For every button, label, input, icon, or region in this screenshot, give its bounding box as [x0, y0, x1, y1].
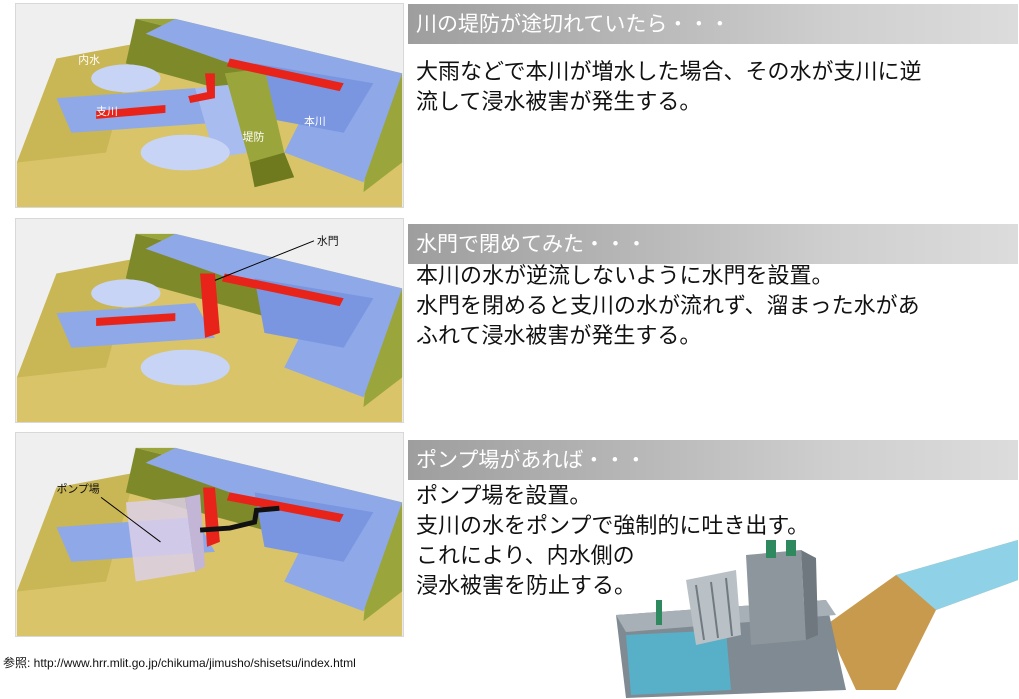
inner-flood — [91, 279, 161, 308]
discharge-pipe — [199, 505, 280, 533]
gate-leader-line — [214, 240, 315, 281]
levee-breach-diagram: 内水 支川 堤防 本川 — [16, 18, 403, 207]
flow-arrow-main — [226, 492, 344, 523]
main-river-deep — [254, 63, 374, 133]
screen-bar — [695, 584, 705, 641]
label-levee: 堤防 — [243, 130, 265, 144]
pump-building — [125, 497, 196, 582]
panel3-line-2: 支川の水をポンプで強制的に吐き出す。 — [416, 514, 810, 539]
levee-block — [224, 68, 285, 163]
panel1-body: 大雨などで本川が増水した場合、その水が支川に逆 流して浸水被害が発生する。 — [416, 58, 922, 118]
panel3-line-4: 浸水被害を防止する。 — [416, 574, 637, 599]
sluice-gate — [200, 273, 220, 338]
river-surface — [896, 540, 1018, 610]
pump-leader-line — [100, 496, 161, 543]
panel2-heading: 水門で閉めてみた・・・ — [408, 224, 1018, 264]
motor-left — [766, 540, 776, 558]
sluice-gate-diagram: 水門 — [16, 233, 403, 422]
screen-bar — [725, 577, 733, 637]
main-river-deep — [254, 278, 374, 348]
flow-arrow-main — [226, 58, 344, 92]
panel2-line-2: 水門を閉めると支川の水が流れず、溜まった水があ — [416, 294, 920, 319]
levee-breach-illustration: 内水 支川 堤防 本川 — [15, 3, 404, 208]
pump-building-side — [185, 494, 206, 572]
panel1-heading: 川の堤防が途切れていたら・・・ — [408, 4, 1018, 44]
panel1-line-2: 流して浸水被害が発生する。 — [416, 90, 702, 115]
panel2-line-3: ふれて浸水被害が発生する。 — [416, 324, 702, 349]
label-gate: 水門 — [317, 235, 339, 248]
pump-station-diagram: ポンプ場 — [16, 447, 403, 636]
label-pump: ポンプ場 — [57, 482, 100, 495]
flow-arrow-back — [188, 73, 215, 104]
valve — [656, 600, 662, 625]
levee-block-side — [249, 152, 295, 188]
panel3-line-3: これにより、内水側の — [416, 544, 635, 569]
label-inner-water: 内水 — [78, 52, 100, 66]
pump-station-illustration: ポンプ場 — [15, 432, 404, 637]
flow-arrow-main — [221, 273, 344, 307]
flood-pool — [140, 134, 230, 171]
reference-url: 参照: http://www.hrr.mlit.go.jp/chikuma/ji… — [3, 656, 356, 670]
panel1-line-1: 大雨などで本川が増水した場合、その水が支川に逆 — [416, 60, 922, 85]
flow-arrow-tributary — [96, 313, 176, 326]
sluice-gate-illustration: 水門 — [15, 218, 404, 423]
panel3-body: ポンプ場を設置。 支川の水をポンプで強制的に吐き出す。 これにより、内水側の 浸… — [416, 482, 809, 602]
main-river-water — [145, 18, 403, 183]
motor-right — [786, 540, 796, 556]
panel3-line-1: ポンプ場を設置。 — [416, 484, 592, 509]
pump-station-cutaway — [616, 540, 1018, 698]
flow-arrow-tributary — [96, 105, 166, 119]
panel2-line-1: 本川の水が逆流しないように水門を設置。 — [416, 264, 834, 289]
pump-tower — [746, 550, 806, 645]
intake-water — [626, 630, 731, 695]
inner-flood — [91, 64, 161, 93]
main-river-water — [145, 233, 403, 398]
main-river-water — [145, 447, 403, 612]
flood-pool — [140, 349, 230, 386]
panel2-body: 本川の水が逆流しないように水門を設置。 水門を閉めると支川の水が流れず、溜まった… — [416, 262, 920, 352]
panel3-heading: ポンプ場があれば・・・ — [408, 440, 1018, 480]
label-tributary: 支川 — [96, 105, 118, 118]
pump-tower-side — [801, 550, 818, 640]
screen-bar — [710, 581, 719, 639]
label-main-river: 本川 — [304, 114, 326, 128]
